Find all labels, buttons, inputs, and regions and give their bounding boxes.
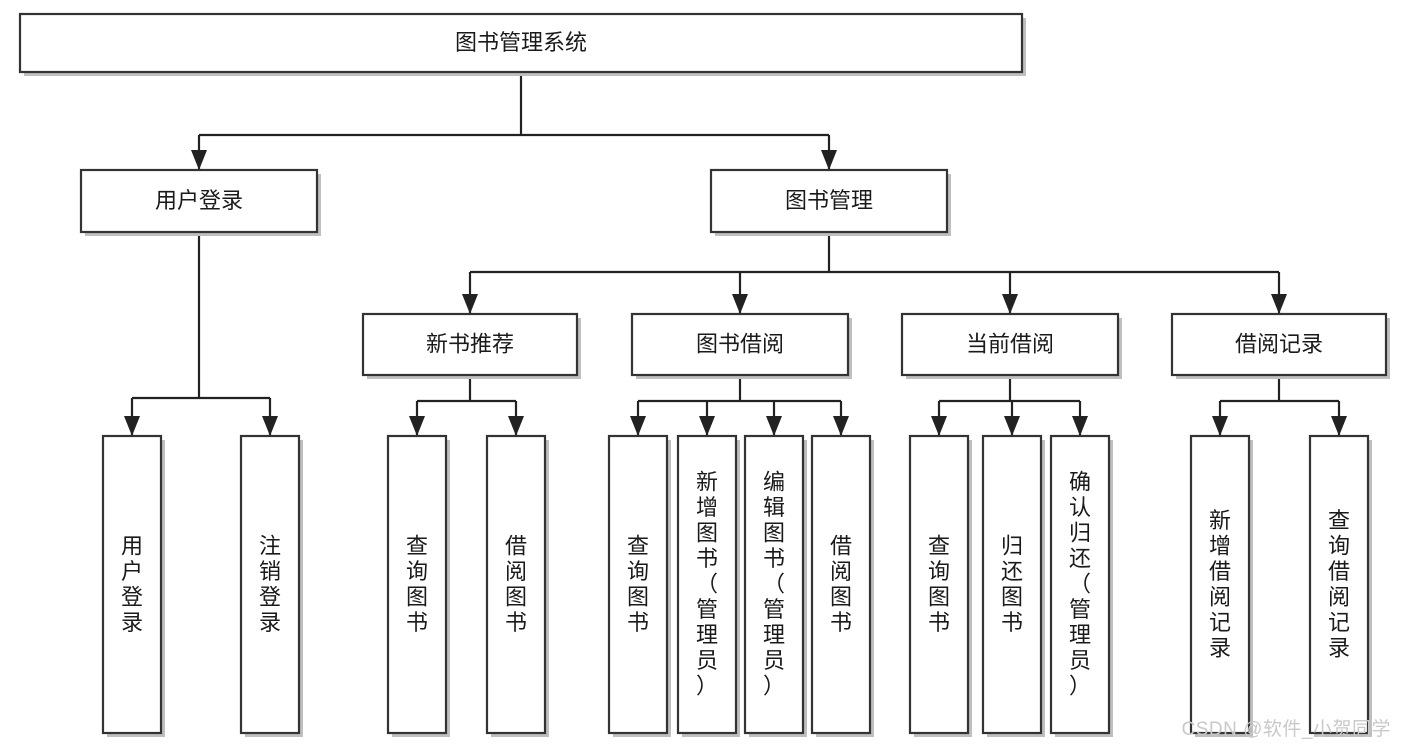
box-outline xyxy=(709,168,949,234)
box-outline xyxy=(1308,434,1370,735)
node-book-manage[interactable]: 图书管理 xyxy=(709,168,951,236)
box-outline xyxy=(676,434,738,735)
box-outline xyxy=(743,434,805,735)
node-leaf-add-book[interactable]: 新增图书（管理员） xyxy=(676,434,740,737)
node-label: 用户登录 xyxy=(121,533,143,635)
node-label: 查询图书 xyxy=(406,533,428,635)
node-leaf-logout[interactable]: 注销登录 xyxy=(239,434,303,737)
box-outline xyxy=(361,312,579,377)
box-outline xyxy=(1170,312,1388,377)
node-leaf-query-book-1[interactable]: 查询图书 xyxy=(386,434,450,737)
node-leaf-query-book-3[interactable]: 查询图书 xyxy=(908,434,972,737)
node-leaf-query-record[interactable]: 查询借阅记录 xyxy=(1308,434,1372,737)
node-root-system[interactable]: 图书管理系统 xyxy=(18,12,1026,76)
arrow-head-icon xyxy=(124,416,140,436)
node-label: 归还图书 xyxy=(1001,533,1023,635)
box-outline xyxy=(18,12,1024,74)
arrow-head-icon xyxy=(508,416,524,436)
node-label: 图书管理 xyxy=(785,188,873,213)
node-label: 编辑图书（管理员） xyxy=(763,470,785,699)
node-leaf-borrow-book-1[interactable]: 借阅图书 xyxy=(485,434,549,737)
arrow-head-icon xyxy=(191,150,207,170)
csdn-watermark: CSDN @软件_小贺同学 xyxy=(1181,719,1391,740)
box-outline xyxy=(981,434,1043,735)
arrow-head-icon xyxy=(1271,294,1287,314)
box-outline xyxy=(908,434,970,735)
node-label: 借阅图书 xyxy=(505,533,527,635)
node-label: 新增图书（管理员） xyxy=(696,470,718,699)
node-label: 用户登录 xyxy=(155,188,243,213)
arrow-head-icon xyxy=(1331,416,1347,436)
node-leaf-user-login[interactable]: 用户登录 xyxy=(101,434,165,737)
box-outline xyxy=(1189,434,1251,735)
arrow-head-icon xyxy=(766,416,782,436)
box-outline xyxy=(810,434,872,735)
arrow-head-icon xyxy=(833,416,849,436)
node-leaf-borrow-book-2[interactable]: 借阅图书 xyxy=(810,434,874,737)
node-book-borrow[interactable]: 图书借阅 xyxy=(630,312,852,379)
node-user-login[interactable]: 用户登录 xyxy=(79,168,321,236)
nodes-layer: 图书管理系统用户登录图书管理新书推荐图书借阅当前借阅借阅记录用户登录注销登录查询… xyxy=(18,12,1390,737)
arrow-head-icon xyxy=(630,416,646,436)
box-outline xyxy=(607,434,669,735)
node-label: 图书借阅 xyxy=(696,331,784,356)
node-label: 图书管理系统 xyxy=(455,30,587,55)
node-label: 查询图书 xyxy=(627,533,649,635)
node-label: 注销登录 xyxy=(259,533,281,635)
arrow-head-icon xyxy=(732,294,748,314)
arrow-head-icon xyxy=(1002,294,1018,314)
arrow-head-icon xyxy=(931,416,947,436)
node-label: 当前借阅 xyxy=(966,331,1054,356)
arrow-head-icon xyxy=(1072,416,1088,436)
box-outline xyxy=(485,434,547,735)
node-label: 查询借阅记录 xyxy=(1328,508,1350,661)
box-outline xyxy=(239,434,301,735)
box-outline xyxy=(386,434,448,735)
node-leaf-return-book[interactable]: 归还图书 xyxy=(981,434,1045,737)
arrow-head-icon xyxy=(409,416,425,436)
node-label: 新增借阅记录 xyxy=(1209,508,1231,661)
arrow-head-icon xyxy=(699,416,715,436)
node-current-borrow[interactable]: 当前借阅 xyxy=(900,312,1122,379)
node-leaf-query-book-2[interactable]: 查询图书 xyxy=(607,434,671,737)
node-label: 借阅记录 xyxy=(1235,331,1323,356)
node-leaf-add-record[interactable]: 新增借阅记录 xyxy=(1189,434,1253,737)
node-leaf-edit-book[interactable]: 编辑图书（管理员） xyxy=(743,434,807,737)
box-outline xyxy=(79,168,319,234)
arrow-head-icon xyxy=(262,416,278,436)
arrow-head-icon xyxy=(1212,416,1228,436)
arrow-head-icon xyxy=(462,294,478,314)
box-outline xyxy=(900,312,1120,377)
arrow-head-icon xyxy=(1004,416,1020,436)
node-borrow-record[interactable]: 借阅记录 xyxy=(1170,312,1390,379)
node-label: 查询图书 xyxy=(928,533,950,635)
node-new-book-rec[interactable]: 新书推荐 xyxy=(361,312,581,379)
connectors-layer xyxy=(124,72,1347,436)
node-label: 借阅图书 xyxy=(830,533,852,635)
box-outline xyxy=(1049,434,1111,735)
node-label: 确认归还（管理员） xyxy=(1069,470,1091,699)
node-label: 新书推荐 xyxy=(426,331,514,356)
arrow-head-icon xyxy=(821,150,837,170)
node-leaf-confirm-return[interactable]: 确认归还（管理员） xyxy=(1049,434,1113,737)
box-outline xyxy=(101,434,163,735)
box-outline xyxy=(630,312,850,377)
